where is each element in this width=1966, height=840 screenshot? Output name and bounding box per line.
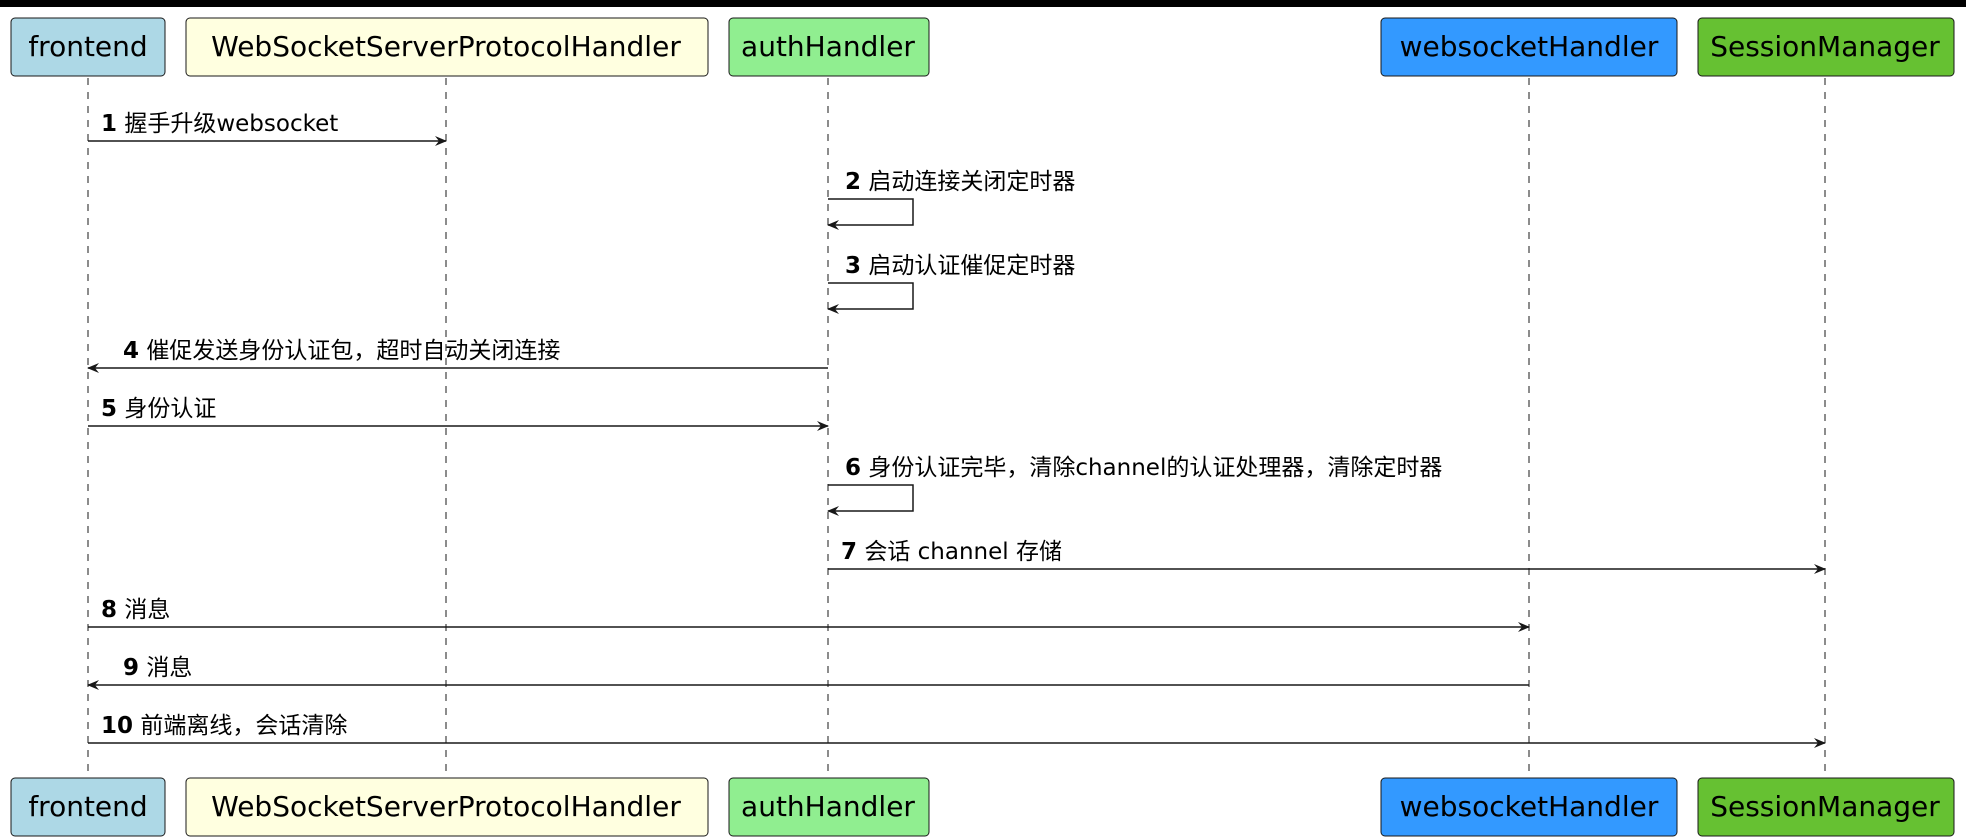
participant-label: authHandler (741, 30, 915, 63)
message-text: 消息 (146, 655, 192, 681)
participant-label: SessionManager (1710, 790, 1940, 823)
message-number: 4 (123, 338, 139, 364)
message-number: 6 (845, 455, 861, 481)
message-8: 8 消息 (88, 597, 1530, 632)
participant-frontend-bottom: frontend (10, 777, 166, 837)
message-6: 6 身份认证完毕，清除channel的认证处理器，清除定时器 (827, 455, 1442, 516)
participant-label: frontend (28, 790, 147, 823)
message-text: 前端离线，会话清除 (140, 713, 347, 739)
self-arrow (827, 282, 914, 314)
message-label: 10 前端离线，会话清除 (101, 713, 347, 739)
message-text: 会话 channel 存储 (864, 539, 1062, 565)
message-7: 7 会话 channel 存储 (828, 539, 1826, 574)
message-text: 消息 (124, 597, 170, 623)
message-number: 5 (101, 396, 117, 422)
participant-label: SessionManager (1710, 30, 1940, 63)
participant-frontend-top: frontend (10, 17, 166, 77)
participant-label: authHandler (741, 790, 915, 823)
message-text: 启动连接关闭定时器 (868, 169, 1075, 195)
participant-auth-top: authHandler (728, 17, 930, 77)
message-4: 4 催促发送身份认证包，超时自动关闭连接 (87, 338, 828, 373)
top-border (0, 0, 1966, 7)
self-arrow (827, 198, 914, 230)
message-text: 身份认证 (124, 396, 216, 422)
message-number: 9 (123, 655, 139, 681)
message-number: 3 (845, 253, 861, 279)
participant-session-bottom: SessionManager (1697, 777, 1955, 837)
participant-label: WebSocketServerProtocolHandler (211, 790, 681, 823)
participant-ws-top: websocketHandler (1380, 17, 1678, 77)
message-text: 身份认证完毕，清除channel的认证处理器，清除定时器 (868, 455, 1442, 481)
message-number: 2 (845, 169, 861, 195)
self-arrow (827, 484, 914, 516)
message-label: 1 握手升级websocket (101, 111, 338, 137)
message-label: 8 消息 (101, 597, 170, 623)
message-label: 5 身份认证 (101, 396, 216, 422)
message-label: 9 消息 (123, 655, 192, 681)
message-label: 4 催促发送身份认证包，超时自动关闭连接 (123, 338, 560, 364)
message-3: 3 启动认证催促定时器 (827, 253, 1075, 314)
participant-session-top: SessionManager (1697, 17, 1955, 77)
participant-protocol-top: WebSocketServerProtocolHandler (185, 17, 709, 77)
message-number: 10 (101, 713, 133, 739)
message-label: 6 身份认证完毕，清除channel的认证处理器，清除定时器 (845, 455, 1442, 481)
participant-label: frontend (28, 30, 147, 63)
message-number: 8 (101, 597, 117, 623)
message-number: 7 (841, 539, 857, 565)
message-1: 1 握手升级websocket (88, 111, 447, 146)
participant-label: websocketHandler (1400, 30, 1659, 63)
participant-ws-bottom: websocketHandler (1380, 777, 1678, 837)
message-text: 握手升级websocket (124, 111, 338, 137)
participant-auth-bottom: authHandler (728, 777, 930, 837)
participant-protocol-bottom: WebSocketServerProtocolHandler (185, 777, 709, 837)
participant-label: WebSocketServerProtocolHandler (211, 30, 681, 63)
message-2: 2 启动连接关闭定时器 (827, 169, 1075, 230)
message-10: 10 前端离线，会话清除 (88, 713, 1826, 748)
message-number: 1 (101, 111, 117, 137)
message-text: 催促发送身份认证包，超时自动关闭连接 (146, 338, 560, 364)
participant-label: websocketHandler (1400, 790, 1659, 823)
message-label: 3 启动认证催促定时器 (845, 253, 1075, 279)
message-text: 启动认证催促定时器 (868, 253, 1075, 279)
message-label: 2 启动连接关闭定时器 (845, 169, 1075, 195)
message-5: 5 身份认证 (88, 396, 829, 431)
message-9: 9 消息 (87, 655, 1529, 690)
message-label: 7 会话 channel 存储 (841, 539, 1062, 565)
